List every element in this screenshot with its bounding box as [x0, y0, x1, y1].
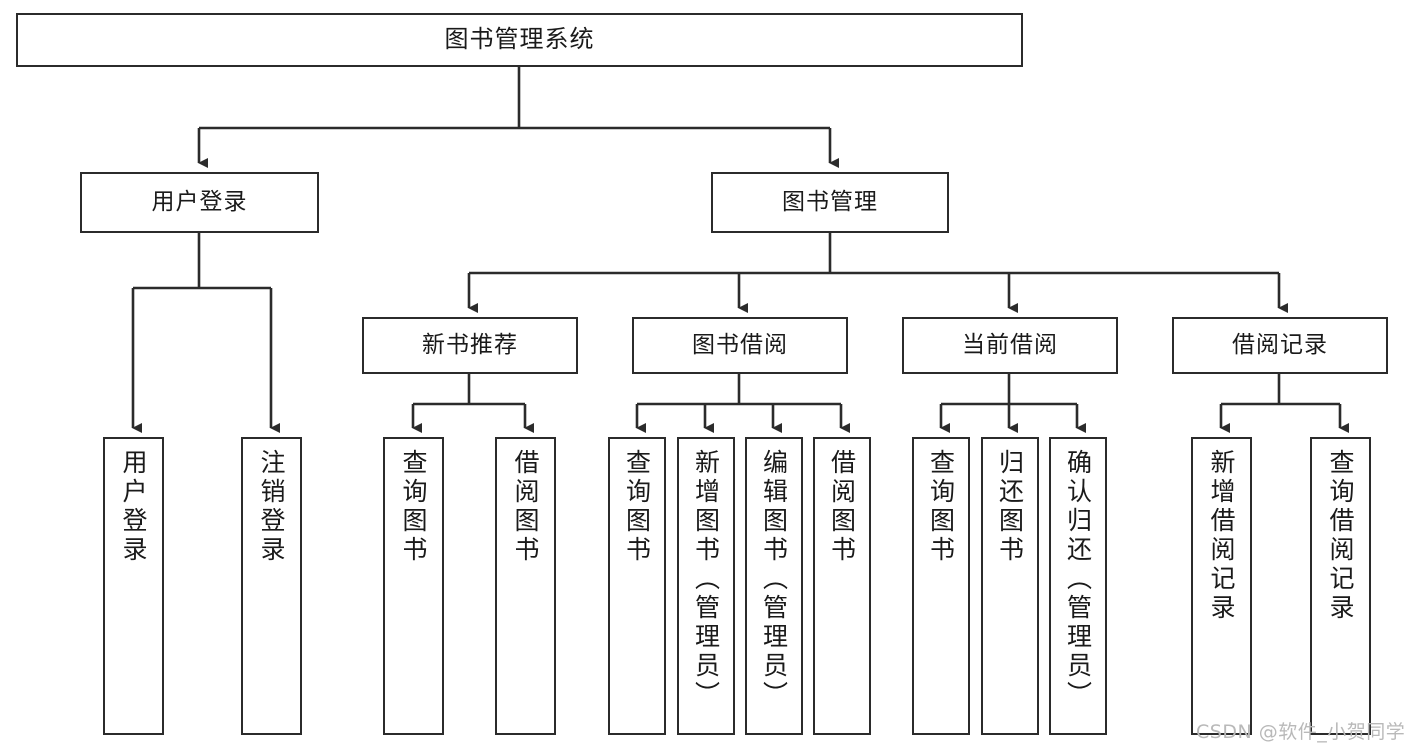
node-label: 新增图书（管理员）: [691, 449, 721, 710]
node-book-borrow[interactable]: 图书借阅: [632, 317, 848, 374]
node-label: 确认归还（管理员）: [1063, 449, 1093, 710]
node-root-system[interactable]: 图书管理系统: [16, 13, 1023, 67]
node-label: 新增借阅记录: [1207, 449, 1236, 623]
node-label: 查询借阅记录: [1326, 449, 1355, 623]
node-label: 查询图书: [622, 449, 652, 565]
csdn-watermark: CSDN @软件_小贺同学: [1196, 721, 1405, 743]
node-leaf-add-book-admin[interactable]: 新增图书（管理员）: [677, 437, 735, 735]
node-leaf-add-borrow-record[interactable]: 新增借阅记录: [1191, 437, 1252, 735]
node-leaf-confirm-return-admin[interactable]: 确认归还（管理员）: [1049, 437, 1107, 735]
node-borrow-record[interactable]: 借阅记录: [1172, 317, 1388, 374]
node-label: 查询图书: [399, 449, 428, 565]
node-label: 归还图书: [995, 449, 1025, 565]
node-label: 注销登录: [257, 449, 286, 565]
node-label: 借阅图书: [511, 449, 540, 565]
node-label: 图书借阅: [692, 332, 788, 359]
node-book-management[interactable]: 图书管理: [711, 172, 949, 233]
node-label: 借阅记录: [1232, 332, 1328, 359]
node-user-login[interactable]: 用户登录: [80, 172, 319, 233]
node-leaf-query-book-current[interactable]: 查询图书: [912, 437, 970, 735]
node-leaf-user-login[interactable]: 用户登录: [103, 437, 164, 735]
node-label: 借阅图书: [827, 449, 857, 565]
node-label: 用户登录: [119, 449, 148, 565]
node-label: 查询图书: [926, 449, 956, 565]
node-leaf-query-book-new[interactable]: 查询图书: [383, 437, 444, 735]
node-current-borrow[interactable]: 当前借阅: [902, 317, 1118, 374]
node-leaf-query-borrow-record[interactable]: 查询借阅记录: [1310, 437, 1371, 735]
node-label: 新书推荐: [422, 332, 518, 359]
node-leaf-borrow-book-new[interactable]: 借阅图书: [495, 437, 556, 735]
node-leaf-query-book-borrow[interactable]: 查询图书: [608, 437, 666, 735]
node-label: 图书管理: [782, 189, 878, 216]
node-leaf-edit-book-admin[interactable]: 编辑图书（管理员）: [745, 437, 803, 735]
node-new-book-recommend[interactable]: 新书推荐: [362, 317, 578, 374]
node-leaf-return-book[interactable]: 归还图书: [981, 437, 1039, 735]
node-label: 编辑图书（管理员）: [759, 449, 789, 710]
node-label: 图书管理系统: [444, 25, 595, 54]
node-leaf-borrow-book[interactable]: 借阅图书: [813, 437, 871, 735]
node-label: 当前借阅: [962, 332, 1058, 359]
node-leaf-logout[interactable]: 注销登录: [241, 437, 302, 735]
node-label: 用户登录: [151, 189, 248, 216]
